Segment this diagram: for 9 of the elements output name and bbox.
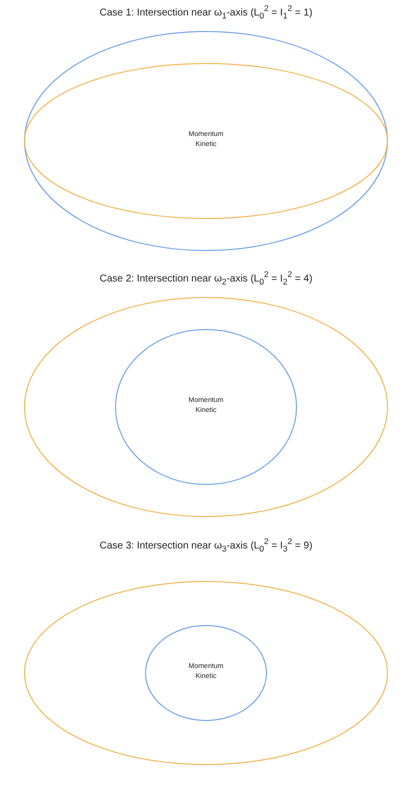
case-title: Case 1: Intersection near ω$_{1}$-axis (L$_{0}$$^{2}$ = I$_{1}$$^{2}$ = 1) [100,3,312,20]
ellipse-outline [115,329,297,485]
ellipse-outline [24,297,388,517]
ellipse-outline [145,625,267,721]
ellipse-outline [24,31,388,251]
ellipse-outline [24,581,388,765]
ellipse-outline [24,63,388,219]
case-title: Case 3: Intersection near ω$_{3}$-axis (L$_{0}$$^{2}$ = I$_{3}$$^{2}$ = 9) [100,536,312,554]
case-title: Case 2: Intersection near ω$_{2}$-axis (L$_{0}$$^{2}$ = I$_{2}$$^{2}$ = 4) [100,269,312,286]
